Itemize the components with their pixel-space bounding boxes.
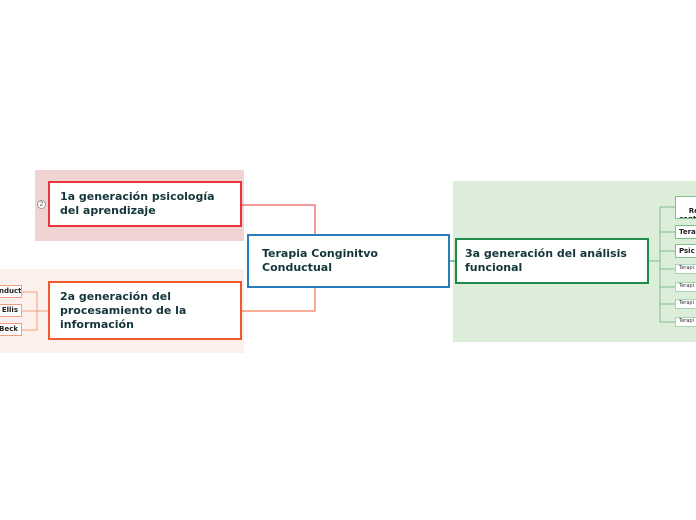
second-child-3[interactable]: Beck	[0, 323, 22, 336]
third-sub-child-2[interactable]: Terapi	[675, 282, 696, 292]
third-generation-topic[interactable]: 3a generación del análisis funcional	[455, 238, 649, 284]
second-generation-topic[interactable]: 2a generación del procesamiento de la in…	[48, 281, 242, 340]
third-child-2-label: Tera	[679, 228, 696, 236]
third-sub-child-3-label: Terapi	[679, 300, 694, 306]
second-child-2[interactable]: Ellis	[0, 304, 22, 317]
third-child-1[interactable]: Repl cont	[675, 196, 696, 219]
connector-second-children	[22, 291, 49, 331]
third-child-3-label: Psic	[679, 247, 695, 255]
second-child-1-label: nductual	[0, 287, 22, 295]
connector-central-first	[242, 204, 316, 234]
third-sub-child-1[interactable]: Terapi	[675, 264, 696, 274]
second-child-3-label: Beck	[0, 325, 18, 333]
central-topic-label: Terapia Conginitvo Conductual	[262, 247, 378, 274]
third-sub-child-3[interactable]: Terapi	[675, 299, 696, 309]
connector-third-children	[648, 206, 675, 323]
central-topic[interactable]: Terapia Conginitvo Conductual	[247, 234, 450, 288]
third-child-2[interactable]: Tera	[675, 225, 696, 239]
third-generation-label: 3a generación del análisis funcional	[465, 247, 627, 274]
second-child-2-label: Ellis	[1, 306, 18, 314]
third-child-1-label: Repl cont	[679, 207, 696, 219]
connector-central-second	[242, 288, 316, 312]
first-generation-topic[interactable]: 1a generación psicología del aprendizaje	[48, 181, 242, 227]
third-sub-child-1-label: Terapi	[679, 265, 694, 271]
third-child-3[interactable]: Psic	[675, 244, 696, 258]
second-generation-label: 2a generación del procesamiento de la in…	[60, 289, 187, 331]
third-sub-child-4-label: Terapi	[679, 318, 694, 324]
third-sub-child-2-label: Terapi	[679, 283, 694, 289]
second-child-1[interactable]: nductual	[0, 285, 22, 298]
collapsed-count-badge[interactable]: 2	[37, 200, 46, 209]
third-sub-child-4[interactable]: Terapi	[675, 317, 696, 327]
first-generation-label: 1a generación psicología del aprendizaje	[60, 190, 215, 217]
